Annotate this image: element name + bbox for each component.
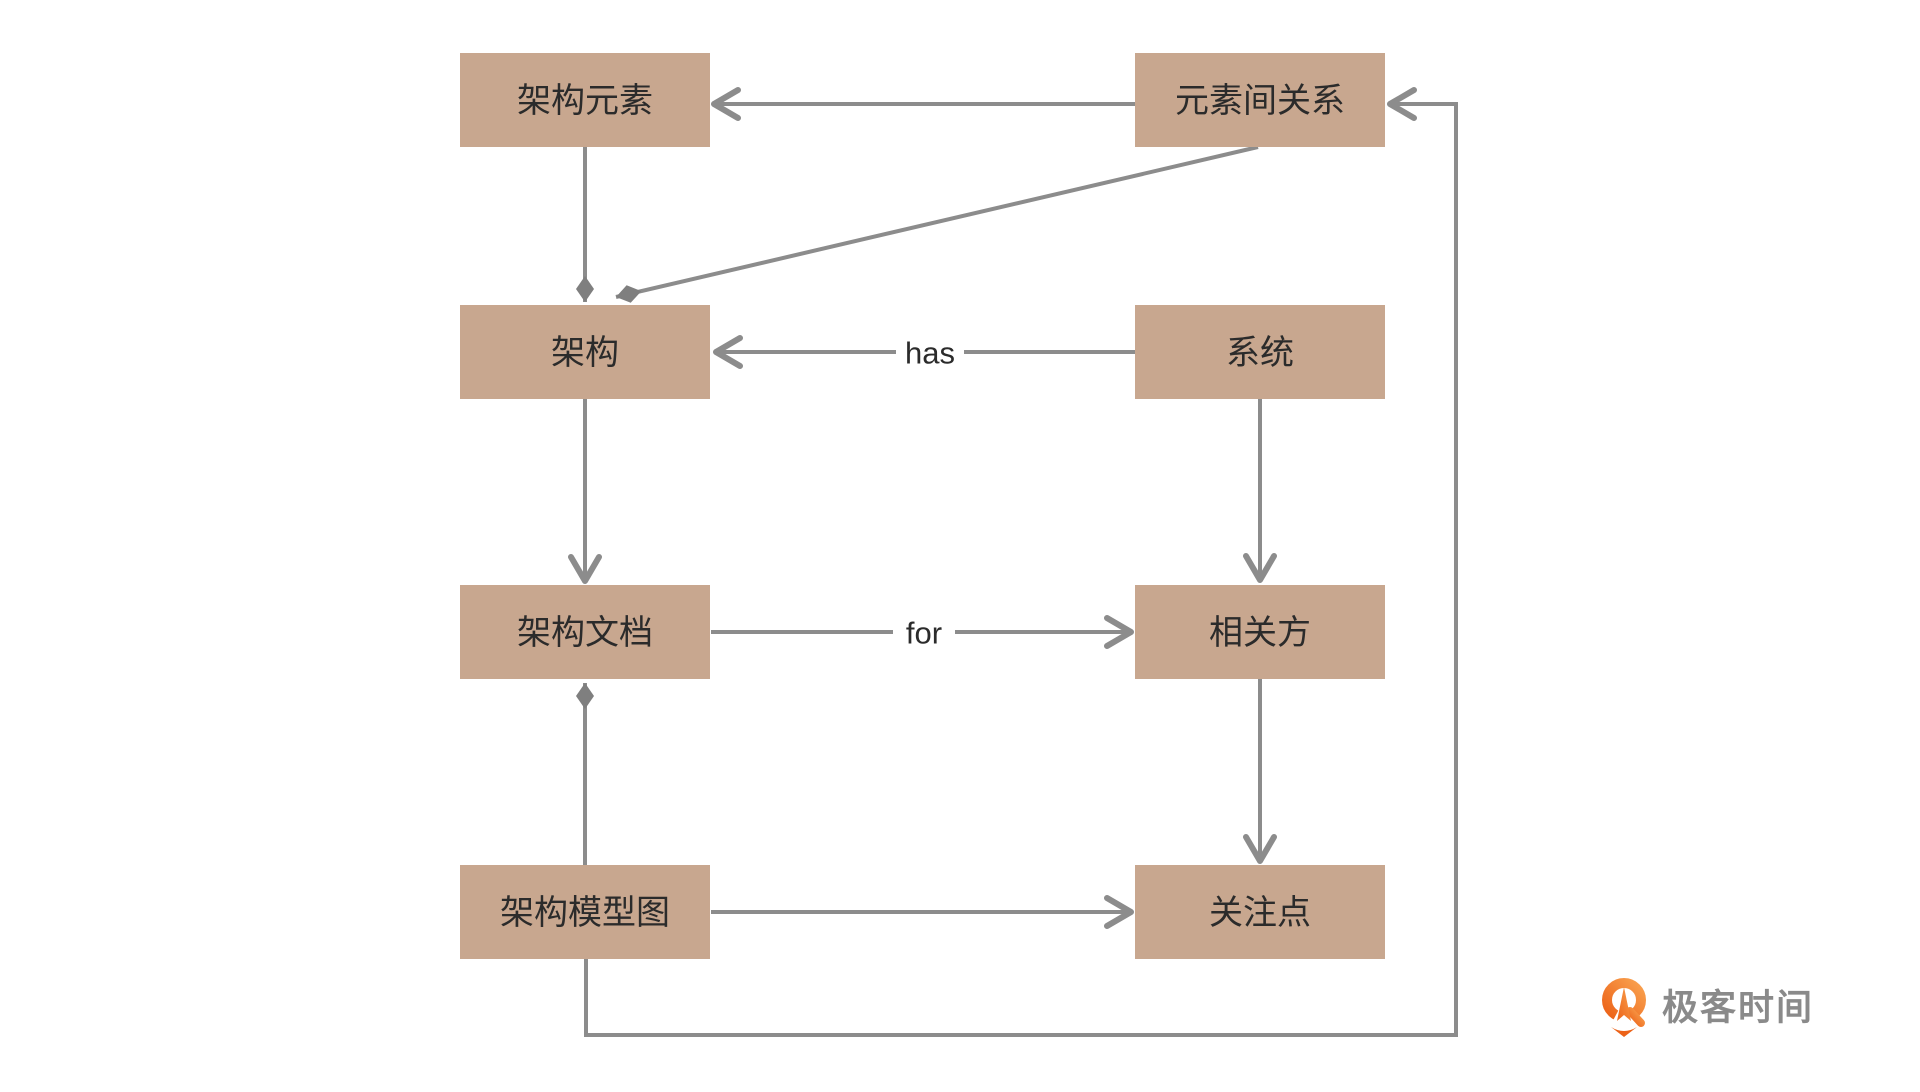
edge-relationship-to-architecture <box>615 145 1259 303</box>
geektime-wordmark: 极客时间 <box>1662 987 1814 1028</box>
edge-label-text: has <box>905 336 955 371</box>
edge-label-text: for <box>906 616 942 651</box>
node-label: 架构元素 <box>517 82 653 120</box>
node-stakeholder: 相关方 <box>1135 585 1385 679</box>
node-label: 相关方 <box>1209 614 1311 652</box>
node-arch-model-diagram: 架构模型图 <box>460 865 710 959</box>
node-rect <box>460 53 710 147</box>
geektime-icon <box>1602 978 1646 1037</box>
node-architecture: 架构 <box>460 305 710 399</box>
node-label: 系统 <box>1226 334 1294 372</box>
geektime-logo: 极客时间 <box>1602 978 1814 1037</box>
node-rect <box>1135 305 1385 399</box>
node-label: 架构模型图 <box>500 894 670 932</box>
node-rect <box>1135 585 1385 679</box>
node-label: 关注点 <box>1209 894 1311 932</box>
edge-label-for: for <box>893 615 955 651</box>
edge-label-halo <box>893 615 955 649</box>
node-label: 元素间关系 <box>1175 82 1345 120</box>
node-system: 系统 <box>1135 305 1385 399</box>
node-arch-element: 架构元素 <box>460 53 710 147</box>
node-layer: 架构元素 元素间关系 架构 系统 架构文档 相关方 架构模型图 关注点 <box>460 53 1385 959</box>
node-arch-document: 架构文档 <box>460 585 710 679</box>
node-rect <box>460 585 710 679</box>
node-label: 架构文档 <box>517 614 653 652</box>
edge-layer: has for <box>568 87 1458 1037</box>
node-element-relationship: 元素间关系 <box>1135 53 1385 147</box>
node-rect <box>460 305 710 399</box>
node-rect <box>1135 53 1385 147</box>
edge-label-has: has <box>896 335 964 371</box>
node-rect <box>460 865 710 959</box>
node-concern: 关注点 <box>1135 865 1385 959</box>
node-rect <box>1135 865 1385 959</box>
node-label: 架构 <box>551 334 619 372</box>
edge-model-diagram-to-relationship-loop <box>584 87 1458 1037</box>
edge-label-halo <box>896 335 964 369</box>
